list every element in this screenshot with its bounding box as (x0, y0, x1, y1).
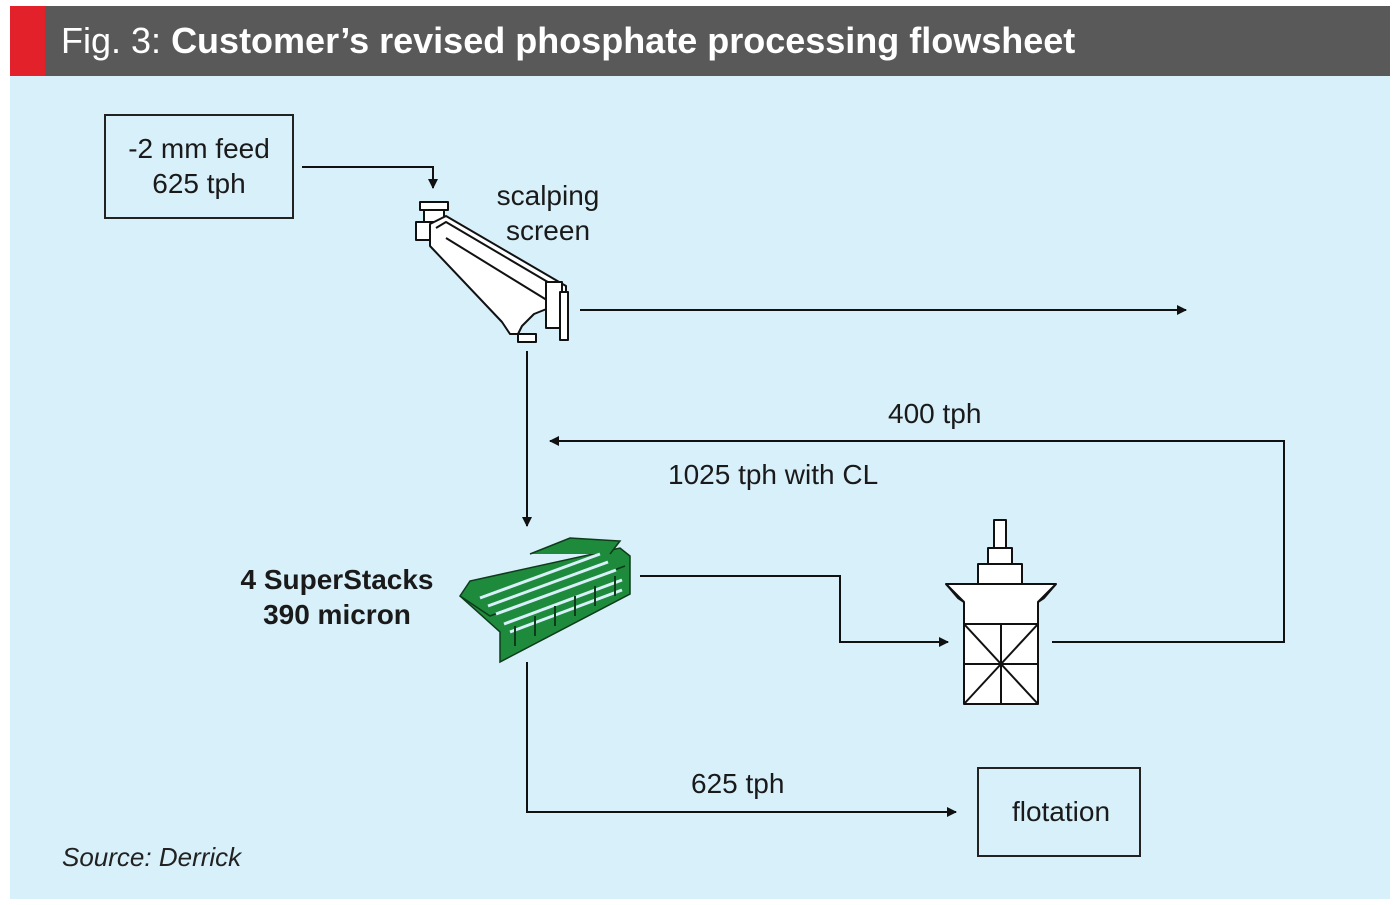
feed-label: -2 mm feed 625 tph (105, 131, 293, 201)
feed-to-screen-line (302, 166, 438, 189)
scalping-screen-label: scalping screen (478, 178, 618, 248)
source-credit: Source: Derrick (62, 842, 242, 872)
superstacks-label-line1: 4 SuperStacks (240, 564, 434, 595)
combined-flow-label: 1025 tph with CL (668, 459, 879, 490)
recycle-line (549, 436, 1285, 643)
superstacks-to-flotation-line (526, 662, 957, 817)
figure-header: Fig. 3: Customer’s revised phosphate pro… (10, 6, 1390, 76)
figure-label: Fig. 3: (61, 20, 162, 61)
recycle-flow-label: 400 tph (888, 398, 982, 429)
superstacks-to-mill-line (640, 575, 949, 647)
scalping-screen-label-line1: scalping (496, 180, 600, 211)
feed-label-line1: -2 mm feed (128, 133, 270, 164)
feed-label-line2: 625 tph (152, 168, 246, 199)
mill-icon (945, 519, 1057, 705)
superstacks-label: 4 SuperStacks 390 micron (232, 562, 442, 632)
figure-title: Fig. 3: Customer’s revised phosphate pro… (61, 18, 1075, 64)
superstacks-label-line2: 390 micron (263, 599, 411, 630)
figure-title-text: Customer’s revised phosphate processing … (171, 20, 1076, 61)
superstacks-icon (459, 537, 631, 664)
flotation-label: flotation (1011, 796, 1111, 827)
flotation-box (977, 767, 1141, 857)
scalping-screen-icon (415, 201, 569, 343)
header-accent-bar (10, 6, 45, 76)
flotation-flow-label: 625 tph (691, 768, 785, 799)
scalping-screen-label-line2: screen (505, 215, 591, 246)
figure-panel: Fig. 3: Customer’s revised phosphate pro… (10, 6, 1390, 899)
flowsheet-diagram (104, 114, 1285, 857)
feed-box (104, 114, 294, 219)
